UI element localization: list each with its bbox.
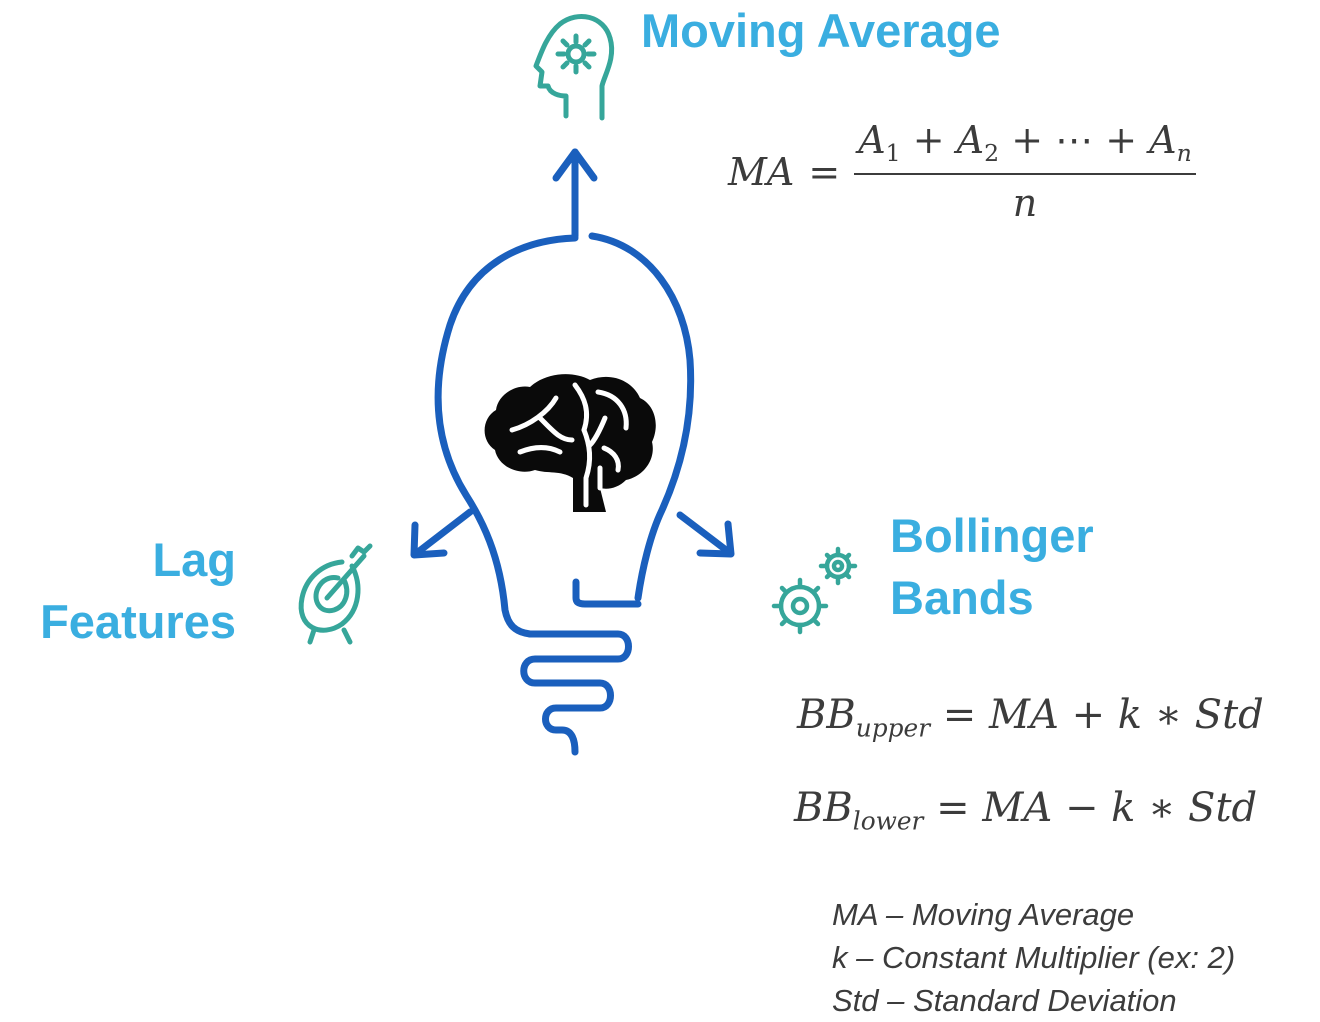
gears-icon <box>771 546 858 635</box>
bulb-right-glass <box>588 232 695 602</box>
bollinger-bands-heading-line1: Bollinger <box>890 509 1094 562</box>
ma-term-a1: A1 <box>858 118 901 168</box>
ma-formula-lhs: MA <box>728 149 795 194</box>
bollinger-bands-heading: Bollinger Bands <box>890 505 1094 629</box>
ma-formula-fraction: A1 + A2 + ⋯ + An n <box>854 118 1196 225</box>
bulb-coil <box>520 630 632 756</box>
brain-icon <box>484 374 656 512</box>
ma-formula-numerator: A1 + A2 + ⋯ + An <box>854 118 1196 176</box>
arrow-right-head <box>696 520 735 558</box>
ma-op-ellipsis: ⋯ <box>1055 118 1094 162</box>
lag-features-heading: Lag Features <box>0 529 236 653</box>
moving-average-heading: Moving Average <box>641 4 1001 57</box>
lag-features-heading-line2: Features <box>40 595 236 648</box>
lightbulb-outline <box>434 232 695 756</box>
arrow-up-head <box>552 148 598 182</box>
arrows <box>410 148 735 559</box>
bulb-left-glass <box>434 234 579 638</box>
moving-average-formula: MA = A1 + A2 + ⋯ + An n <box>728 118 1196 225</box>
arrow-left-head <box>410 521 448 559</box>
ma-term-a2: A2 <box>956 118 1000 168</box>
legend-item: k – Constant Multiplier (ex: 2) <box>832 940 1236 975</box>
lag-features-heading-line1: Lag <box>152 533 236 586</box>
bb-upper-formula: BBupper = MA + k ∗ Std <box>797 692 1264 743</box>
head-gear-icon <box>533 14 615 121</box>
ma-term-an: An <box>1149 118 1192 168</box>
ma-formula-equals: = <box>808 149 841 194</box>
ma-op-plus-2: + <box>1011 118 1044 162</box>
legend: MA – Moving Average k – Constant Multipl… <box>832 893 1235 1022</box>
bb-lower-formula: BBlower = MA − k ∗ Std <box>794 785 1258 836</box>
bulb-neck <box>572 578 642 608</box>
arrow-right-stem <box>676 511 734 557</box>
arrow-left-stem <box>414 508 474 556</box>
ma-formula-denominator: n <box>1012 181 1038 226</box>
bollinger-bands-heading-line2: Bands <box>890 571 1034 624</box>
legend-item: Std – Standard Deviation <box>832 983 1177 1018</box>
target-arrow-icon <box>298 543 373 645</box>
ma-op-plus-3: + <box>1105 118 1138 162</box>
legend-item: MA – Moving Average <box>832 897 1135 932</box>
ma-op-plus-1: + <box>912 118 945 162</box>
